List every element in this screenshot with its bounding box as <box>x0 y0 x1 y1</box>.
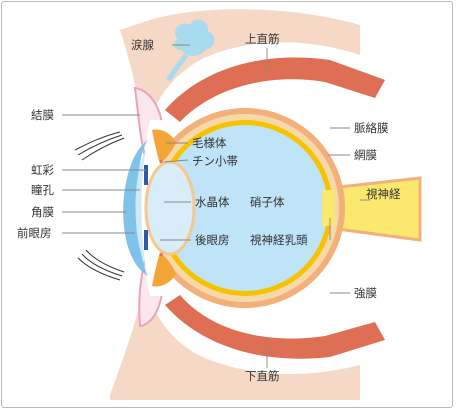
label-cornea: 角膜 <box>31 205 54 219</box>
lower-eyelid <box>110 280 360 400</box>
label-conjunctiva: 結膜 <box>31 108 54 122</box>
label-posterior-chamber: 後眼房 <box>195 233 230 247</box>
label-optic-nerve: 視神経 <box>366 187 401 201</box>
label-sclera: 強膜 <box>354 286 377 300</box>
lacrimal-gland <box>173 19 215 56</box>
label-superior-rectus: 上直筋 <box>245 32 280 46</box>
leader-lines <box>62 44 370 368</box>
label-retina: 網膜 <box>354 148 377 162</box>
vitreous-body <box>162 125 328 291</box>
label-choroid: 脈絡膜 <box>354 121 389 135</box>
label-iris: 虹彩 <box>31 163 54 177</box>
label-anterior-chamber: 前眼房 <box>17 226 52 240</box>
label-ciliary-body: 毛様体 <box>192 136 227 150</box>
anterior-chamber <box>135 150 146 266</box>
optic-disc <box>322 190 335 226</box>
lens <box>144 160 196 256</box>
ciliary-body-lower <box>152 252 176 287</box>
label-lacrimal-gland: 涙腺 <box>131 38 154 52</box>
label-lens: 水晶体 <box>195 195 230 209</box>
label-optic-disc: 視神経乳頭 <box>250 233 308 247</box>
label-pupil: 瞳孔 <box>31 183 54 197</box>
upper-eyelash <box>74 131 125 161</box>
label-inferior-rectus: 下直筋 <box>245 369 280 383</box>
ciliary-body-upper <box>152 129 176 164</box>
iris <box>144 165 148 250</box>
inferior-rectus-muscle <box>165 295 385 359</box>
label-vitreous: 硝子体 <box>250 195 285 209</box>
superior-rectus-muscle <box>165 57 385 122</box>
label-zonule: チン小帯 <box>192 154 238 168</box>
lower-eyelash <box>77 249 125 281</box>
lacrimal-duct <box>165 53 189 82</box>
